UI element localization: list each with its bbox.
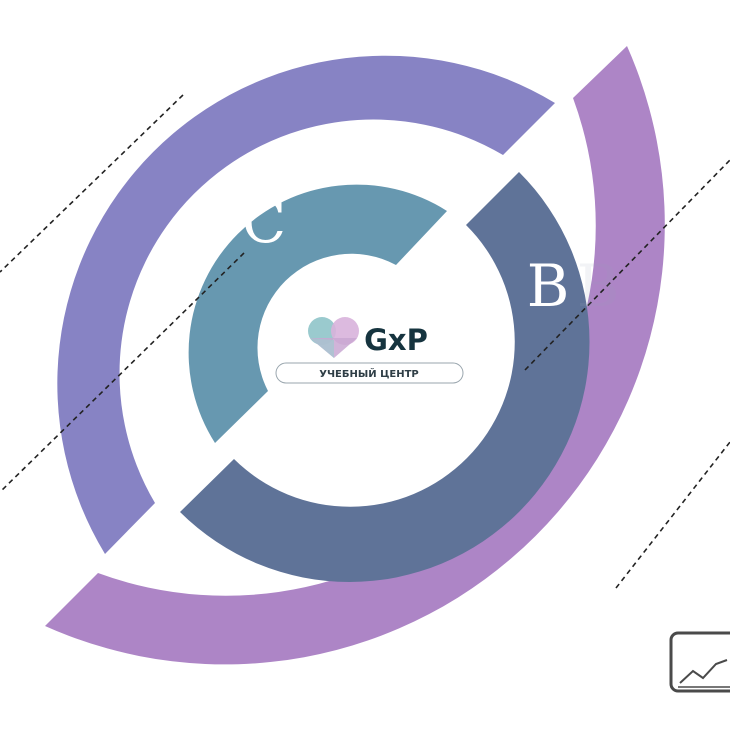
- leader-line-k: [615, 441, 730, 589]
- heart-icon: [308, 317, 359, 358]
- leader-line-s: [0, 252, 245, 493]
- ring-segment-v: [180, 172, 590, 583]
- ring-segment-f: [57, 55, 555, 555]
- logo-subtitle-pill: [275, 362, 464, 384]
- segment-letter-s: С: [242, 188, 286, 256]
- segment-letter-v: В: [527, 252, 570, 320]
- logo-brand: GxP: [364, 323, 428, 357]
- gxp-logo: GxP УЧЕБНЫЙ ЦЕНТР: [275, 317, 464, 384]
- leader-line-v: [524, 159, 730, 371]
- logo-subtitle: УЧЕБНЫЙ ЦЕНТР: [319, 367, 418, 380]
- segment-letter-f: Ф: [197, 41, 243, 106]
- leader-line-f: [0, 94, 184, 273]
- chart-trend-icon: [669, 631, 730, 693]
- segment-letter-v-ghost: В: [577, 252, 620, 320]
- segment-letter-k: К: [568, 574, 613, 642]
- ring-segment-s: [188, 184, 447, 444]
